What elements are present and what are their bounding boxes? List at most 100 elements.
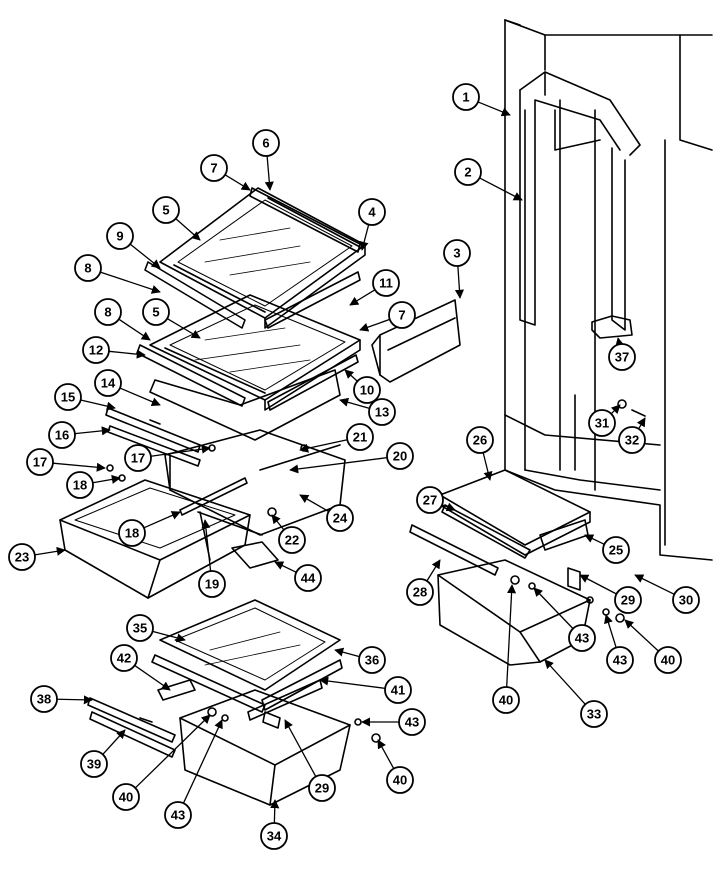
callout-number: 43 — [171, 808, 185, 823]
leader-line-29 — [284, 719, 317, 777]
leader-line-12 — [108, 349, 146, 359]
leader-line-25 — [584, 534, 605, 545]
callout-number: 40 — [119, 790, 133, 805]
callout-circle — [8, 543, 36, 571]
callout-circle — [353, 376, 381, 404]
callout-circle — [54, 383, 82, 411]
callout-circle — [48, 421, 76, 449]
leader-line-11 — [349, 289, 376, 306]
crisper-hardware-29-40-43 — [510, 567, 625, 623]
callout-40: 40 — [112, 783, 140, 811]
leader-line-7 — [224, 174, 251, 191]
callout-15: 15 — [54, 383, 82, 411]
callout-number: 40 — [393, 773, 407, 788]
callout-40: 40 — [654, 646, 682, 674]
callout-circle — [124, 444, 152, 472]
callout-number: 43 — [613, 653, 627, 668]
leader-line-43 — [182, 719, 223, 804]
leader-line-23 — [34, 546, 66, 556]
callout-17: 17 — [124, 444, 152, 472]
leader-line-35 — [152, 630, 186, 643]
leader-line-33 — [544, 659, 586, 705]
callout-33: 33 — [580, 700, 608, 728]
leader-line-5 — [175, 218, 201, 241]
callout-number: 13 — [375, 405, 389, 420]
leader-line-6 — [264, 155, 274, 191]
leader-line-17 — [150, 444, 211, 457]
callout-circle — [602, 536, 630, 564]
callout-circle — [386, 442, 414, 470]
callout-circle — [608, 343, 636, 371]
callout-14: 14 — [94, 369, 122, 397]
callout-circle — [672, 586, 700, 614]
callout-3: 3 — [443, 239, 471, 267]
callout-number: 5 — [152, 305, 159, 320]
callout-number: 27 — [423, 493, 437, 508]
callout-41: 41 — [384, 676, 412, 704]
crisper-cover-35 — [159, 599, 341, 691]
callout-number: 41 — [391, 683, 405, 698]
leader-line-39 — [102, 729, 126, 755]
callout-6: 6 — [252, 129, 280, 157]
callout-circle — [454, 158, 482, 186]
callout-number: 30 — [679, 593, 693, 608]
callout-circle — [568, 624, 596, 652]
callout-circle — [80, 750, 108, 778]
leader-line-40 — [377, 739, 395, 769]
callout-circle — [94, 298, 122, 326]
callout-circle — [118, 519, 146, 547]
glass-shelf-upper — [177, 199, 353, 307]
glass-shelf-middle — [169, 304, 346, 391]
callout-circle — [126, 614, 154, 642]
callout-number: 33 — [587, 707, 601, 722]
callout-number: 25 — [609, 543, 623, 558]
callout-2: 2 — [454, 158, 482, 186]
callout-18: 18 — [66, 471, 94, 499]
callout-31: 31 — [588, 409, 616, 437]
callout-21: 21 — [346, 423, 374, 451]
callout-circle — [164, 801, 192, 829]
callout-number: 3 — [453, 246, 460, 261]
callout-5: 5 — [152, 196, 180, 224]
callout-number: 16 — [55, 428, 69, 443]
callout-19: 19 — [198, 570, 226, 598]
callout-number: 2 — [464, 165, 471, 180]
callout-number: 36 — [365, 653, 379, 668]
callout-number: 24 — [333, 511, 348, 526]
callout-40: 40 — [386, 766, 414, 794]
callout-circle — [278, 526, 306, 554]
callout-7: 7 — [200, 154, 228, 182]
callout-29: 29 — [308, 774, 336, 802]
callout-25: 25 — [602, 536, 630, 564]
leader-line-5 — [166, 318, 201, 339]
cabinet-liner — [504, 19, 713, 561]
callout-number: 17 — [33, 455, 47, 470]
callout-7: 7 — [388, 301, 416, 329]
callout-number: 31 — [595, 416, 609, 431]
callout-number: 26 — [473, 433, 487, 448]
rail-38-39 — [87, 697, 176, 758]
shelf-support-13 — [149, 369, 341, 441]
callout-circle — [82, 336, 110, 364]
callout-circle — [152, 196, 180, 224]
callout-9: 9 — [106, 222, 134, 250]
callout-circle — [200, 154, 228, 182]
callout-number: 4 — [368, 205, 376, 220]
screw-31-32 — [617, 399, 646, 417]
callout-circle — [618, 426, 646, 454]
callout-number: 18 — [73, 478, 87, 493]
callout-circle — [106, 222, 134, 250]
callout-number: 29 — [315, 781, 329, 796]
callout-number: 38 — [37, 692, 51, 707]
leader-line-29 — [579, 574, 617, 595]
callout-43: 43 — [398, 708, 426, 736]
callout-circle — [406, 578, 434, 606]
callout-number: 39 — [87, 757, 101, 772]
leader-line-22 — [271, 514, 285, 531]
callout-16: 16 — [48, 421, 76, 449]
callout-22: 22 — [278, 526, 306, 554]
callout-circle — [466, 426, 494, 454]
callout-circle — [358, 198, 386, 226]
leader-line-34 — [270, 799, 280, 824]
